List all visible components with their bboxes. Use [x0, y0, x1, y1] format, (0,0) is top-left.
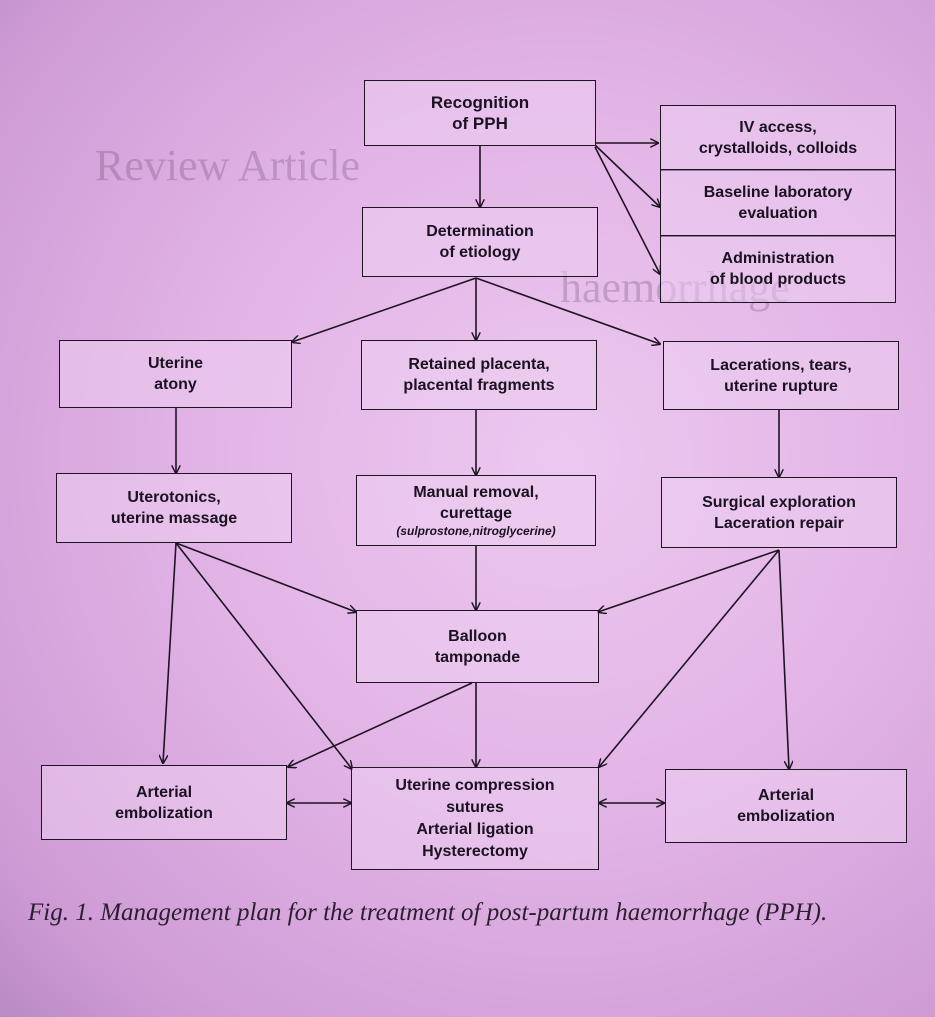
box-iv-access: IV access, crystalloids, colloids — [660, 105, 896, 171]
box-text-line: Arterial — [135, 783, 193, 801]
box-text-line: Manual removal, — [413, 484, 539, 501]
box-text-line: sutures — [446, 798, 504, 816]
arrow-recognition-to-blood-products — [594, 146, 660, 274]
arrow-balloon-to-embolization-left — [288, 682, 473, 767]
box-text-line: Uterine — [147, 355, 204, 372]
box-text-line: placental fragments — [403, 377, 555, 394]
box-text-line: of blood products — [710, 271, 846, 288]
box-recognition-of-pph: Recognition of PPH — [364, 80, 596, 146]
box-text-line: IV access, — [739, 119, 817, 136]
box-manual-removal: Manual removal, curettage (sulprostone,n… — [356, 475, 596, 546]
arrow-uterotonics-to-balloon — [175, 542, 356, 612]
arrow-surgical-to-embolization-right — [778, 549, 789, 769]
box-text-line: Uterotonics, — [127, 489, 221, 506]
box-note-drugs: (sulprostone,nitroglycerine) — [396, 524, 556, 538]
box-text-line: curettage — [439, 505, 513, 522]
arrow-determination-to-lacerations — [475, 277, 660, 344]
box-text-line: Retained placenta, — [408, 356, 550, 373]
box-text-line: Recognition — [430, 93, 530, 112]
box-text-line: crystalloids, colloids — [698, 140, 858, 157]
arrow-uterotonics-to-compression — [175, 542, 352, 769]
box-text-line: Hysterectomy — [422, 842, 528, 860]
box-text-line: uterine rupture — [724, 377, 838, 395]
figure-caption: Fig. 1. Management plan for the treatmen… — [28, 899, 828, 926]
box-text-line: Laceration repair — [714, 514, 844, 532]
box-determination-of-etiology: Determination of etiology — [362, 207, 598, 277]
box-text-line: evaluation — [738, 205, 818, 222]
box-text-line: Balloon — [448, 627, 507, 645]
box-surgical-exploration: Surgical exploration Laceration repair — [661, 477, 897, 548]
box-text-line: embolization — [737, 808, 835, 825]
box-uterotonics: Uterotonics, uterine massage — [56, 473, 292, 543]
box-arterial-embolization-left: Arterial embolization — [41, 765, 287, 840]
box-text-line: tamponade — [434, 648, 521, 666]
box-text-line: Determination — [426, 223, 534, 240]
box-text-line: of PPH — [452, 114, 508, 133]
box-text-line: Arterial — [757, 787, 815, 804]
box-retained-placenta: Retained placenta, placental fragments — [361, 340, 597, 410]
box-text-line: Baseline laboratory — [703, 184, 853, 201]
box-uterine-compression: Uterine compression sutures Arterial lig… — [351, 767, 599, 870]
box-text-line: Lacerations, tears, — [710, 356, 852, 374]
box-lacerations: Lacerations, tears, uterine rupture — [663, 341, 899, 410]
box-uterine-atony: Uterine atony — [59, 340, 292, 408]
box-text-line: Arterial ligation — [416, 820, 534, 838]
box-text-line: of etiology — [439, 244, 521, 261]
box-baseline-laboratory: Baseline laboratory evaluation — [660, 169, 896, 237]
box-arterial-embolization-right: Arterial embolization — [665, 769, 907, 843]
arrow-surgical-to-compression — [599, 549, 780, 767]
arrow-determination-to-atony — [292, 277, 477, 342]
arrow-surgical-to-balloon — [598, 549, 780, 612]
box-text-line: embolization — [115, 804, 213, 822]
box-text-line: uterine massage — [110, 510, 238, 527]
box-text-line: Uterine compression — [395, 776, 555, 794]
box-blood-products: Administration of blood products — [660, 235, 896, 303]
box-balloon-tamponade: Balloon tamponade — [356, 610, 599, 683]
box-text-line: Administration — [721, 250, 835, 267]
box-text-line: atony — [154, 376, 197, 393]
arrow-recognition-to-baseline-lab — [594, 144, 660, 207]
box-text-line: Surgical exploration — [702, 493, 856, 511]
arrow-uterotonics-to-embolization-left — [163, 542, 177, 763]
